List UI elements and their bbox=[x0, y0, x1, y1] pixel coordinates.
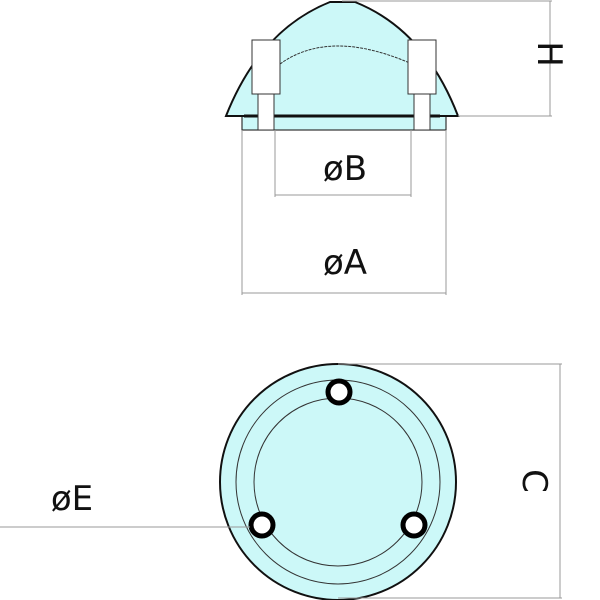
label-diameter-a: øA bbox=[323, 243, 367, 283]
bolt-hole-left bbox=[248, 511, 276, 539]
label-diameter-e: øE bbox=[51, 479, 93, 519]
right-insert bbox=[407, 39, 437, 95]
right-bolt bbox=[413, 93, 431, 131]
label-h: H bbox=[529, 41, 569, 67]
bolt-hole-top bbox=[325, 378, 353, 406]
top-view: C øE bbox=[0, 363, 562, 600]
inner-hidden-line bbox=[279, 45, 413, 65]
label-c: C bbox=[514, 469, 554, 493]
bolt-hole-right bbox=[400, 511, 428, 539]
left-bolt bbox=[257, 93, 275, 131]
label-diameter-b: øB bbox=[323, 149, 367, 189]
side-view: H øB øA bbox=[224, 0, 569, 295]
left-insert bbox=[251, 39, 281, 95]
